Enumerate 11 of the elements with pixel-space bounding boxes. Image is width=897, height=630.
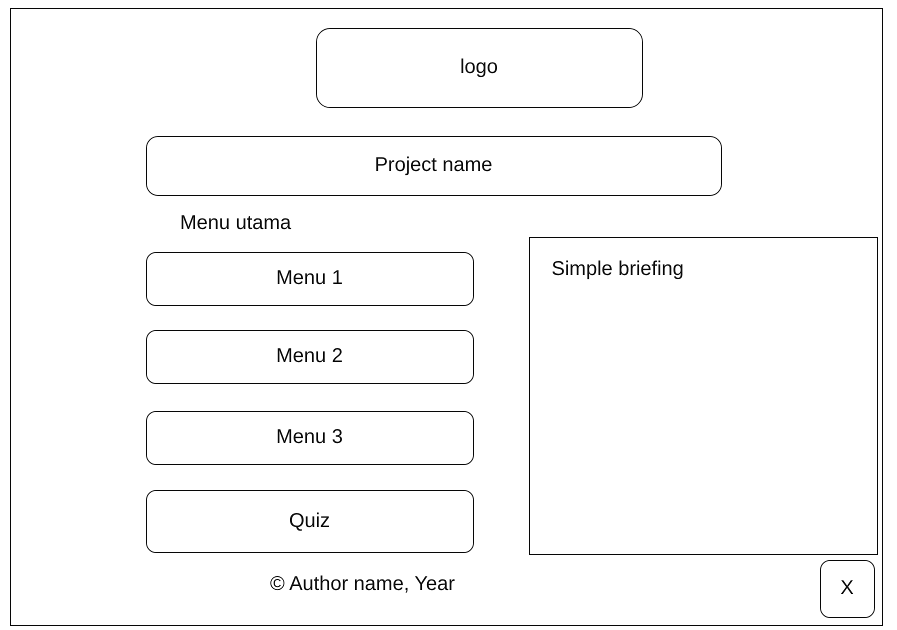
title-bar: Project name [146, 136, 722, 196]
close-button: X [820, 560, 874, 618]
menu-button: Menu 1 [146, 252, 474, 306]
menu-button: Menu 3 [146, 410, 474, 464]
header-box: logo [316, 28, 642, 108]
section-heading: Menu utama [180, 212, 292, 235]
copyright-note: © Author name, Year [270, 573, 455, 596]
menu-button: Quiz [146, 490, 474, 552]
screen-frame [10, 8, 883, 626]
menu-button: Menu 2 [146, 330, 474, 384]
briefing-panel: Simple briefing [528, 236, 878, 554]
